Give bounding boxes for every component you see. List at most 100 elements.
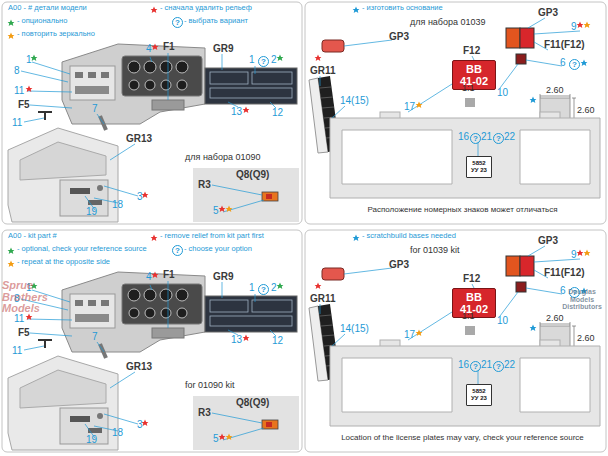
callout-number: 4: [146, 272, 152, 282]
legend-entry: A00 - # детали модели: [8, 4, 87, 12]
legend-entry: - repeat at the opposite side: [17, 258, 110, 266]
part-name: GP3: [389, 260, 409, 270]
callout-number: 2: [271, 283, 277, 293]
callout-number: 10: [497, 88, 508, 98]
legend-text: - remove relief from kit part first: [160, 231, 264, 240]
note-text: 2.60: [577, 334, 595, 343]
part-name: Q8(Q9): [236, 398, 269, 408]
note-text: 2.60: [546, 314, 564, 323]
callout-number: 13: [231, 335, 242, 345]
callout-number: 14(15): [340, 324, 369, 334]
callout-number: 19: [86, 435, 97, 445]
callout-number: 5: [213, 206, 219, 216]
callout-number: 7: [92, 332, 98, 342]
callout-number: 21: [481, 360, 492, 370]
legend-text: - сначала удалить рельеф: [160, 3, 252, 12]
legend-text: - choose your option: [184, 244, 252, 253]
part-name: F11(F12): [544, 40, 585, 50]
legend-entry: - сначала удалить рельеф: [160, 4, 252, 12]
part-name: GR11: [310, 294, 336, 304]
callout-number: 6: [560, 58, 566, 68]
callout-number: 22: [504, 360, 515, 370]
option-marker: ?: [258, 56, 269, 67]
note-text: for 01039 kit: [410, 246, 460, 255]
legend-entry: - remove relief from kit part first: [160, 232, 264, 240]
callout-number: 13: [231, 107, 242, 117]
callout-number: 18: [112, 428, 123, 438]
part-name: F11(F12): [544, 268, 585, 278]
part-name: GP3: [389, 32, 409, 42]
callout-number: 11: [14, 314, 24, 324]
legend-entry: - повторить зеркально: [17, 30, 95, 38]
note-text: для набора 01039: [410, 18, 486, 27]
note-text: 1:1: [462, 312, 475, 321]
legend-entry: - выбрать вариант: [184, 17, 248, 25]
callout-number: 4: [146, 44, 152, 54]
callout-number: 21: [481, 132, 492, 142]
part-name: F12: [463, 46, 480, 56]
part-name: R3: [198, 408, 211, 418]
note-text: 2.60: [546, 86, 564, 95]
callout-number: 11: [12, 346, 22, 356]
legend-text: - выбрать вариант: [184, 16, 248, 25]
callout-number: 1: [26, 55, 32, 65]
option-marker: ?: [172, 245, 183, 256]
option-marker: ?: [258, 284, 269, 295]
caption-note: Location of the license plates may vary,…: [320, 434, 605, 443]
part-name: R3: [198, 180, 211, 190]
part-name: F5: [18, 328, 30, 338]
callout-number: 1: [249, 55, 255, 65]
callout-number: 19: [86, 207, 97, 217]
option-marker: ?: [493, 361, 504, 372]
callout-number: 6: [560, 286, 566, 296]
plate-text: 5852: [472, 388, 485, 395]
callout-number: 18: [112, 200, 123, 210]
legend-text: - optional, check your reference source: [17, 244, 147, 253]
part-name: F12: [463, 274, 480, 284]
plate-text: BB: [466, 291, 482, 303]
callout-number: 8: [14, 66, 20, 76]
callout-number: 17: [404, 102, 415, 112]
english-half: [2, 230, 606, 452]
part-name: GR11: [310, 66, 336, 76]
legend-entry: - опционально: [17, 17, 67, 25]
note-text: 1:1: [462, 84, 475, 93]
callout-number: 11: [12, 118, 22, 128]
plate-text: УУ 23: [471, 167, 487, 174]
part-name: Q8(Q9): [236, 170, 269, 180]
legend-entry: A00 - kit part #: [8, 232, 57, 240]
legend-entry: - choose your option: [184, 245, 252, 253]
russian-half: [2, 2, 606, 224]
legend-text: A00 - kit part #: [8, 231, 57, 240]
callout-number: 12: [272, 108, 283, 118]
option-marker: ?: [470, 361, 481, 372]
callout-number: 11: [14, 86, 24, 96]
legend-text: - repeat at the opposite side: [17, 257, 110, 266]
plate-text: УУ 23: [471, 395, 487, 402]
callout-number: 16: [458, 360, 469, 370]
callout-number: 9: [571, 22, 577, 32]
callout-number: 16: [458, 132, 469, 142]
part-name: GP3: [538, 8, 558, 18]
part-name: GR13: [126, 362, 152, 372]
callout-number: 9: [571, 250, 577, 260]
part-name: GR9: [213, 44, 234, 54]
note-text: for 01090 kit: [185, 381, 235, 390]
plate-text: 5852: [472, 160, 485, 167]
callout-number: 5: [213, 434, 219, 444]
callout-number: 10: [497, 316, 508, 326]
legend-text: - scratchbuild bases needed: [362, 231, 456, 240]
callout-number: 17: [404, 330, 415, 340]
callout-number: 1: [249, 283, 255, 293]
license-plate: 5852УУ 23: [466, 384, 492, 406]
callout-number: 12: [272, 336, 283, 346]
caption-note: Расположение номерных знаков может отлич…: [320, 206, 605, 215]
callout-number: 22: [504, 132, 515, 142]
part-name: GR9: [213, 272, 234, 282]
part-name: F1: [163, 270, 175, 280]
option-marker: ?: [493, 133, 504, 144]
legend-text: - изготовить основание: [362, 3, 443, 12]
